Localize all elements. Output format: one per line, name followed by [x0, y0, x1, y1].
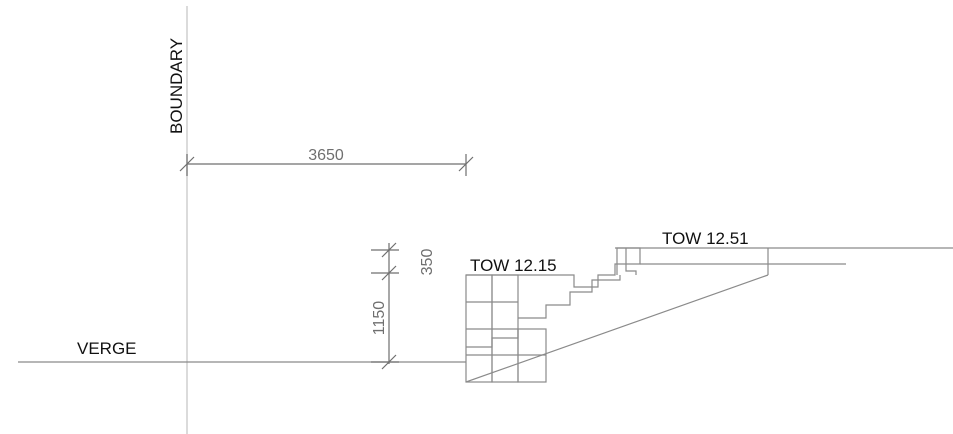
vertical-dimension	[371, 242, 399, 370]
horizontal-dimension-value: 3650	[308, 147, 344, 164]
lower-wall-blocks	[465, 274, 547, 383]
vertical-dimension-lower-value: 1150	[371, 301, 388, 336]
batter-line	[465, 274, 769, 383]
tow-upper-label: TOW 12.51	[662, 229, 749, 248]
horizontal-dimension	[179, 154, 474, 176]
boundary-label: BOUNDARY	[167, 38, 186, 134]
vertical-dimension-upper-value: 350	[419, 249, 436, 276]
verge-label: VERGE	[77, 339, 137, 358]
tow-lower-label: TOW 12.15	[470, 256, 557, 275]
